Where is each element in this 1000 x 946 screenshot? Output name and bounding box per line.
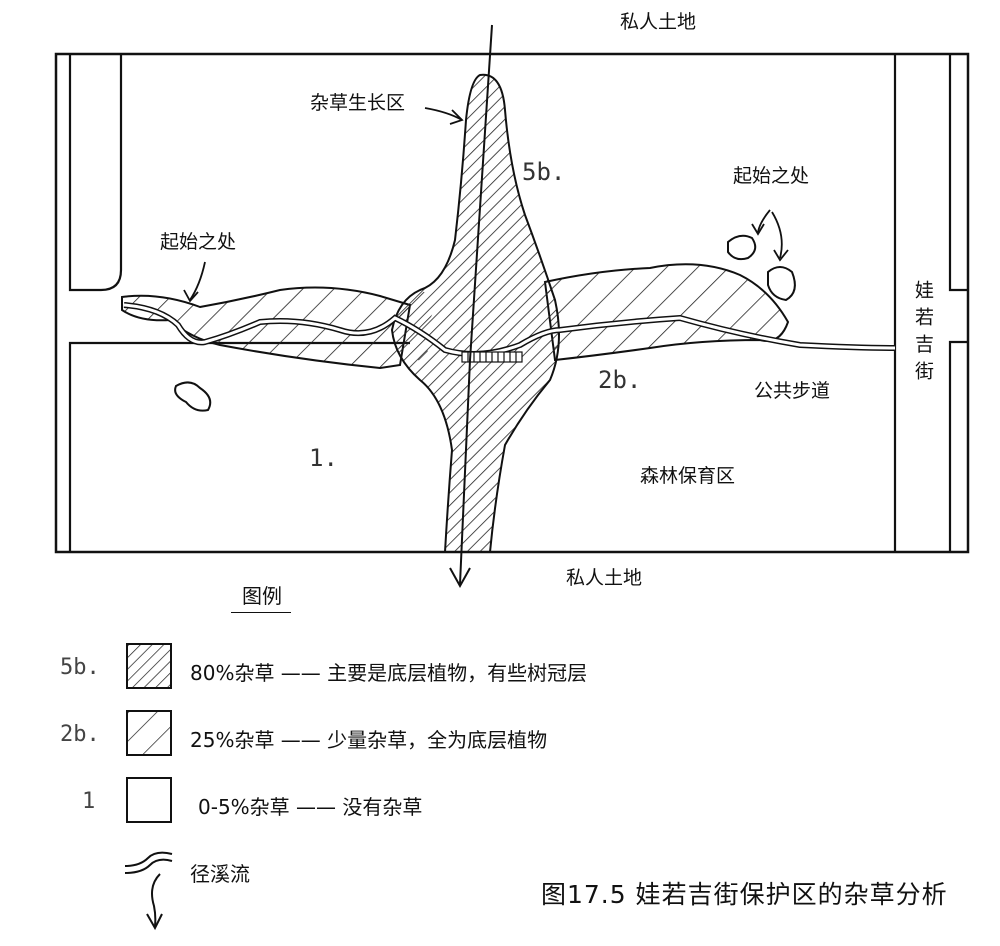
legend-item-2b: 2b. 25%杂草 —— 少量杂草，全为底层植物: [0, 710, 1000, 760]
rock: [727, 234, 757, 261]
zone-5b-marker: 5b.: [522, 158, 566, 186]
legend-title-underline: [231, 612, 291, 613]
stream-legend-icon: [124, 851, 173, 931]
legend-text: 25%杂草 —— 少量杂草，全为底层植物: [190, 728, 548, 752]
public-path-label: 公共步道: [754, 380, 831, 402]
north-land-label: 私人土地: [620, 11, 697, 33]
right-street: [893, 54, 968, 552]
sparse-hatch-swatch: [126, 710, 172, 756]
legend-item-1: 1 0-5%杂草 —— 没有杂草: [0, 777, 1000, 827]
flow-arrow: [459, 24, 493, 585]
legend-code: 2b.: [60, 722, 100, 747]
south-land-label: 私人土地: [566, 567, 643, 589]
zone-5b-area: [393, 290, 440, 362]
legend-item-5b: 5b. 80%杂草 —— 主要是底层植物，有些树冠层: [0, 643, 1000, 693]
zone-5b-area: [390, 73, 560, 553]
rock: [767, 266, 796, 302]
forest-label: 森林保育区: [640, 465, 736, 487]
annotation-arrow: [771, 211, 783, 259]
annotation-arrow: [757, 209, 771, 233]
legend-code: 1: [82, 789, 96, 814]
legend-code: 5b.: [60, 655, 100, 680]
site-map: [54, 24, 970, 589]
property-boundary: [54, 52, 970, 554]
blank-swatch: [126, 777, 172, 823]
start-label-left: 起始之处: [160, 231, 237, 253]
annotation-arrow: [189, 261, 206, 301]
start-label-right: 起始之处: [733, 165, 810, 187]
stream-legend-label: 径溪流: [190, 862, 250, 886]
boardwalk: [461, 351, 523, 363]
dense-hatch-swatch: [126, 643, 172, 689]
figure-caption: 图17.5 娃若吉街保护区的杂草分析: [541, 880, 948, 909]
weed-area-label: 杂草生长区: [310, 92, 406, 114]
street-label: 娃若吉街: [912, 280, 934, 388]
rock: [174, 381, 212, 412]
legend-text: 80%杂草 —— 主要是底层植物，有些树冠层: [190, 661, 588, 685]
zone-1-marker: 1.: [309, 444, 338, 472]
legend-title: 图例: [242, 584, 282, 608]
legend-text: 0-5%杂草 —— 没有杂草: [198, 795, 423, 819]
zone-2b-marker: 2b.: [598, 366, 642, 394]
